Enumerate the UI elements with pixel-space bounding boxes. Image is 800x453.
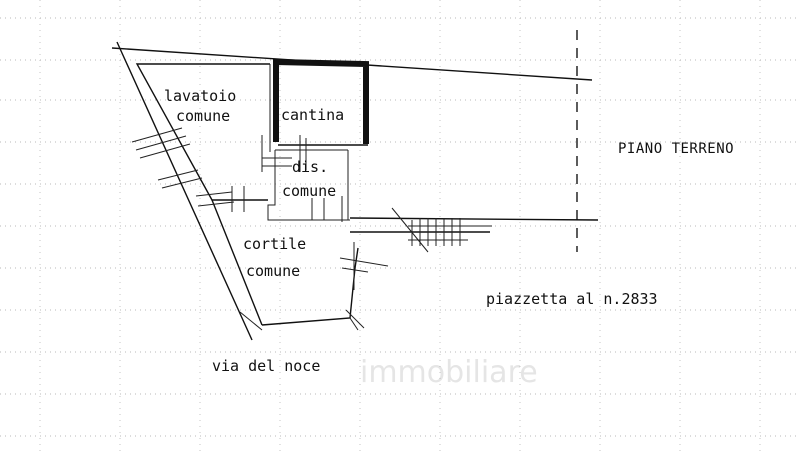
dis-label: dis. bbox=[292, 158, 328, 176]
lavatoio-label: lavatoio bbox=[164, 87, 236, 105]
watermark-text: immobiliare bbox=[360, 355, 538, 390]
floor-label: PIANO TERRENO bbox=[618, 141, 734, 157]
door-tick-marks bbox=[131, 127, 389, 331]
cortile-label: cortile bbox=[243, 235, 306, 253]
cortile-comune-label: comune bbox=[246, 262, 300, 280]
piazzetta-label: piazzetta al n.2833 bbox=[486, 290, 658, 308]
cantina-walls bbox=[269, 58, 369, 152]
lavatoio-comune-label: comune bbox=[176, 107, 230, 125]
dis-comune-label: comune bbox=[282, 182, 336, 200]
cantina-label: cantina bbox=[281, 106, 344, 124]
outer-walls bbox=[135, 63, 359, 331]
disimpegno-walls bbox=[267, 150, 599, 233]
stair-symbol bbox=[391, 207, 492, 253]
street-label: via del noce bbox=[212, 357, 320, 375]
